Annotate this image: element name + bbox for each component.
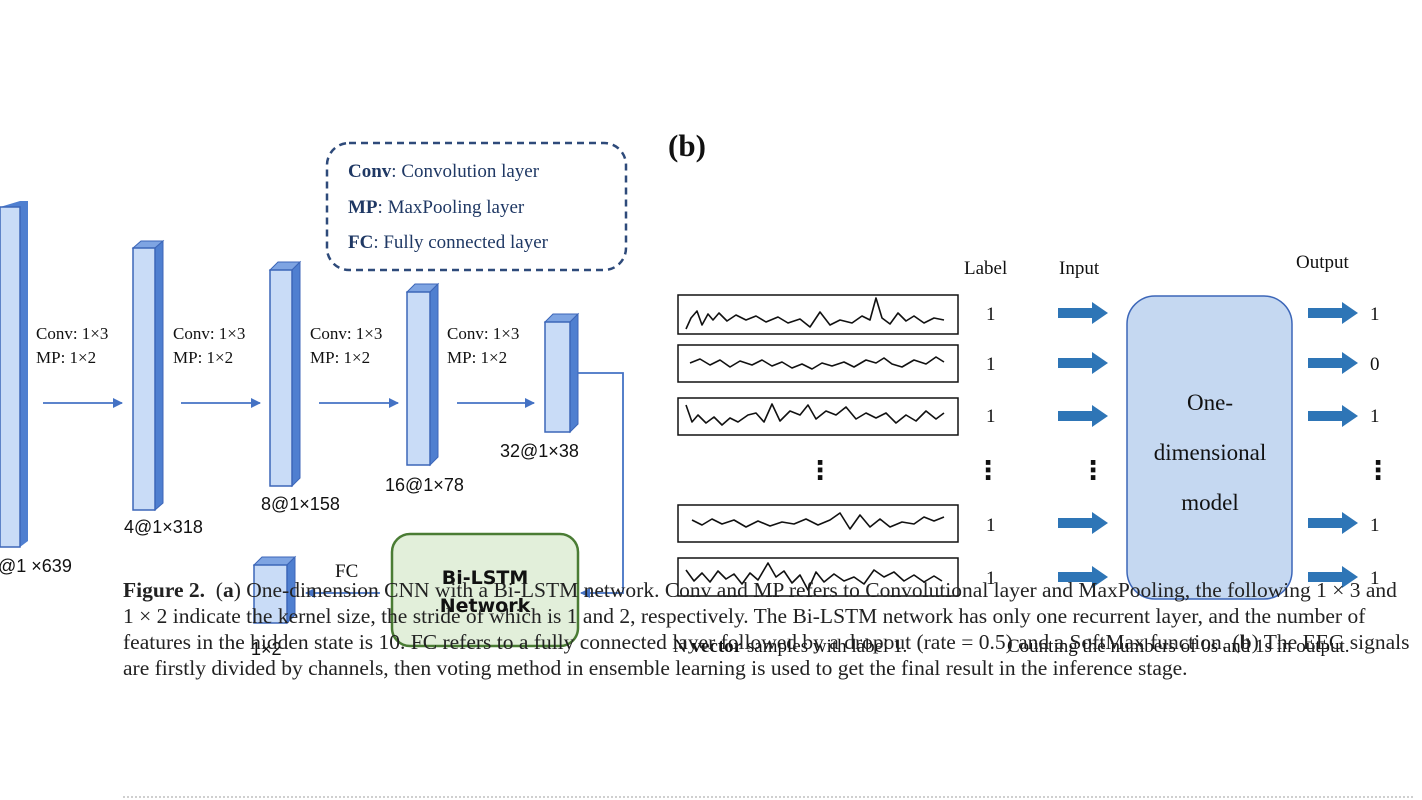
label-value-3: 1 bbox=[986, 406, 996, 427]
cnn-layer-3 bbox=[268, 260, 302, 488]
layer-size-5: 32@1×38 bbox=[500, 441, 579, 461]
eeg-trace-1 bbox=[685, 297, 945, 330]
output-header: Output bbox=[1296, 252, 1350, 273]
fc-label: FC bbox=[335, 561, 358, 582]
model-label-line2: dimensional bbox=[1154, 440, 1266, 465]
figure-caption: Figure 2. (a) One-dimension CNN with a B… bbox=[123, 577, 1413, 681]
caption-b-text: ) The EEG signals are firstly divided by… bbox=[123, 630, 1410, 680]
conv-label-2: Conv: 1×3 bbox=[173, 324, 245, 343]
ellipsis-labels: ⋮ bbox=[975, 456, 1001, 486]
caption-a-open: ( bbox=[215, 578, 223, 602]
label-value-2: 1 bbox=[986, 354, 996, 375]
ellipsis-samples: ⋮ bbox=[807, 456, 833, 486]
conv-label-3: Conv: 1×3 bbox=[310, 324, 382, 343]
label-header: Label bbox=[964, 258, 1007, 279]
eeg-trace-5 bbox=[685, 562, 943, 591]
input-arrow-3 bbox=[1058, 405, 1108, 427]
label-value-5: 1 bbox=[986, 568, 996, 589]
counting-caption: Counting the numbers of 0s and 1s in out… bbox=[1007, 636, 1350, 657]
output-layer bbox=[252, 555, 297, 625]
output-value-3: 1 bbox=[1370, 406, 1380, 427]
signal-box-2 bbox=[677, 344, 959, 383]
legend-abbr-fc: FC bbox=[348, 232, 373, 253]
conv-label-4: Conv: 1×3 bbox=[447, 324, 519, 343]
mp-label-2: MP: 1×2 bbox=[173, 348, 233, 367]
output-size: 1×2 bbox=[251, 639, 282, 659]
eeg-trace-2 bbox=[689, 356, 945, 370]
divider bbox=[123, 796, 1413, 798]
layer-size-1: @1 ×639 bbox=[0, 556, 72, 576]
panel-b-label: (b) bbox=[668, 128, 706, 163]
samples-caption: N vector samples with label 1. bbox=[673, 636, 907, 657]
layer-size-4: 16@1×78 bbox=[385, 475, 464, 495]
output-value-1: 1 bbox=[1370, 304, 1380, 325]
cnn-layer-2 bbox=[131, 239, 165, 512]
input-arrow-5 bbox=[1058, 566, 1108, 588]
samples-caption-pre: N bbox=[673, 636, 691, 657]
output-arrow-2 bbox=[1308, 352, 1358, 374]
ellipsis-outputs: ⋮ bbox=[1365, 456, 1391, 486]
input-arrow-1 bbox=[1058, 302, 1108, 324]
cnn-layer-1 bbox=[0, 201, 28, 548]
eeg-trace-3 bbox=[685, 403, 945, 426]
legend-text-mp: : MaxPooling layer bbox=[378, 197, 525, 218]
mp-label-4: MP: 1×2 bbox=[447, 348, 507, 367]
cnn-layer-5 bbox=[543, 312, 580, 434]
input-header: Input bbox=[1059, 258, 1100, 279]
caption-a-text: ) One-dimension CNN with a Bi-LSTM netwo… bbox=[123, 578, 1397, 654]
output-arrow-5 bbox=[1308, 566, 1358, 588]
output-value-4: 1 bbox=[1370, 515, 1380, 536]
bilstm-box bbox=[390, 532, 580, 648]
legend-text-conv: : Convolution layer bbox=[391, 161, 539, 182]
signal-box-1 bbox=[677, 294, 959, 335]
cnn-layer-4 bbox=[405, 282, 440, 467]
lstm-connector bbox=[578, 372, 624, 598]
layer-size-2: 4@1×318 bbox=[124, 517, 203, 537]
samples-caption-bold: vector bbox=[691, 636, 742, 657]
input-arrow-4 bbox=[1058, 512, 1108, 534]
legend-box bbox=[325, 141, 628, 272]
legend-text-fc: : Fully connected layer bbox=[373, 232, 548, 253]
legend-abbr-conv: Conv bbox=[348, 161, 392, 182]
bilstm-label-line1: Bi-LSTM bbox=[442, 567, 529, 589]
mp-label-3: MP: 1×2 bbox=[310, 348, 370, 367]
figure-caption-label: Figure 2. bbox=[123, 578, 206, 602]
model-label-line3: model bbox=[1181, 490, 1239, 515]
label-value-1: 1 bbox=[986, 304, 996, 325]
input-arrow-2 bbox=[1058, 352, 1108, 374]
mp-label-1: MP: 1×2 bbox=[36, 348, 96, 367]
output-arrow-4 bbox=[1308, 512, 1358, 534]
legend-item-mp: MP: MaxPooling layer bbox=[348, 197, 525, 218]
signal-box-5 bbox=[677, 557, 959, 597]
bilstm-label-line2: Network bbox=[440, 595, 531, 617]
signal-box-3 bbox=[677, 397, 959, 436]
signal-box-4 bbox=[677, 504, 959, 543]
output-value-2: 0 bbox=[1370, 354, 1380, 375]
output-arrow-1 bbox=[1308, 302, 1358, 324]
caption-b-letter: b bbox=[1239, 630, 1252, 654]
layer-size-3: 8@1×158 bbox=[261, 494, 340, 514]
model-label-line1: One- bbox=[1187, 390, 1233, 415]
conv-label-1: Conv: 1×3 bbox=[36, 324, 108, 343]
legend-item-fc: FC: Fully connected layer bbox=[348, 232, 549, 253]
legend-item-conv: Conv: Convolution layer bbox=[348, 161, 540, 182]
output-value-5: 1 bbox=[1370, 568, 1380, 589]
label-value-4: 1 bbox=[986, 515, 996, 536]
caption-a-letter: a bbox=[222, 578, 234, 602]
legend-abbr-mp: MP bbox=[348, 197, 378, 218]
output-arrow-3 bbox=[1308, 405, 1358, 427]
samples-caption-post: samples with label 1. bbox=[742, 636, 907, 657]
eeg-trace-4 bbox=[691, 512, 945, 530]
model-box bbox=[1126, 295, 1293, 600]
ellipsis-inputs: ⋮ bbox=[1080, 456, 1106, 486]
